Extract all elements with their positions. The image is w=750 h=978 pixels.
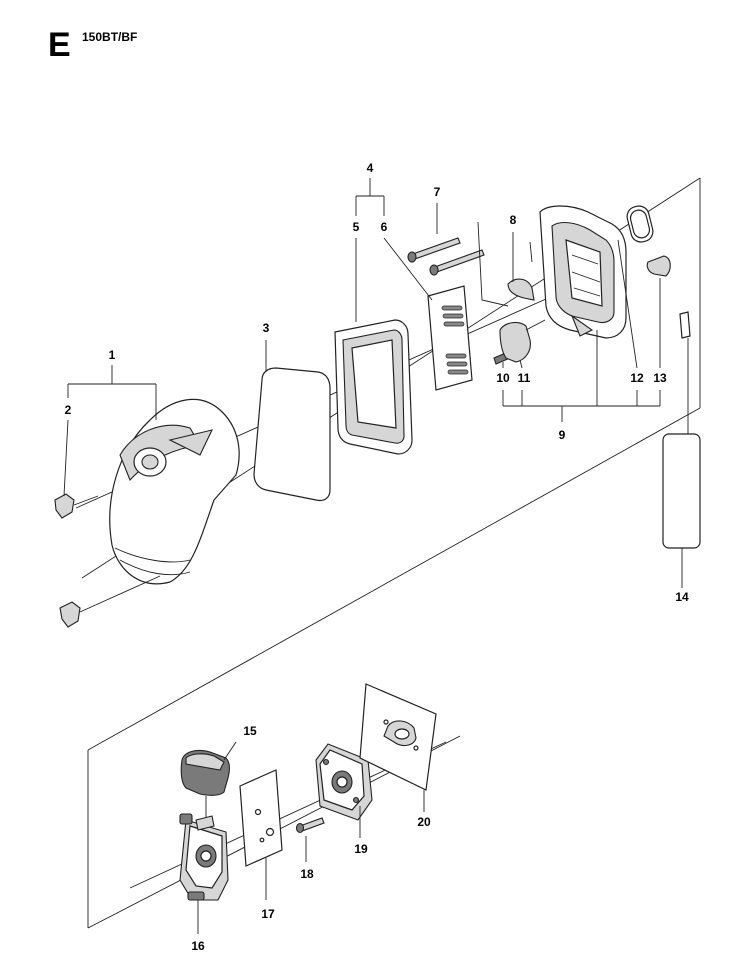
o-ring xyxy=(626,205,654,243)
callout-4: 4 xyxy=(366,161,374,175)
foam-filter xyxy=(253,367,331,502)
callout-17: 17 xyxy=(261,907,275,921)
intake-manifold xyxy=(315,743,373,838)
air-filter-housing xyxy=(539,205,627,339)
callout-18: 18 xyxy=(300,867,314,881)
callout-19: 19 xyxy=(354,842,368,856)
choke-lever xyxy=(499,319,546,363)
air-filter-cover xyxy=(109,398,240,585)
choke-plate xyxy=(507,278,535,301)
cover-knob-upper xyxy=(54,493,99,519)
cover-knob-lower xyxy=(59,575,161,628)
carburetor xyxy=(179,813,229,934)
filter-plate xyxy=(427,285,473,391)
callout-14: 14 xyxy=(675,590,689,604)
callout-2: 2 xyxy=(64,403,72,417)
callout-8: 8 xyxy=(509,213,517,227)
callout-13: 13 xyxy=(653,371,667,385)
model-label: 150BT/BF xyxy=(82,30,138,44)
callout-9: 9 xyxy=(558,428,566,442)
callout-3: 3 xyxy=(262,321,270,335)
callout-5: 5 xyxy=(352,220,360,234)
callout-15: 15 xyxy=(243,724,257,738)
callout-7: 7 xyxy=(433,185,441,199)
callout-6: 6 xyxy=(380,220,388,234)
carburetor-cover xyxy=(180,741,237,820)
filter-frame xyxy=(334,319,413,455)
callout-20: 20 xyxy=(417,815,431,829)
callout-16: 16 xyxy=(191,939,205,953)
upper-leader-lines xyxy=(63,178,683,588)
mounting-screw xyxy=(295,817,325,862)
manifold-gasket xyxy=(359,683,437,812)
callout-12: 12 xyxy=(630,371,644,385)
callout-10: 10 xyxy=(496,371,510,385)
housing-clip xyxy=(646,255,671,277)
long-screw-pair xyxy=(407,237,485,276)
section-letter: E xyxy=(48,26,71,64)
callout-1: 1 xyxy=(108,348,116,362)
decal-tag xyxy=(679,311,691,434)
instruction-label xyxy=(662,433,701,549)
callout-11: 11 xyxy=(517,371,531,385)
carburetor-gasket xyxy=(239,769,283,900)
